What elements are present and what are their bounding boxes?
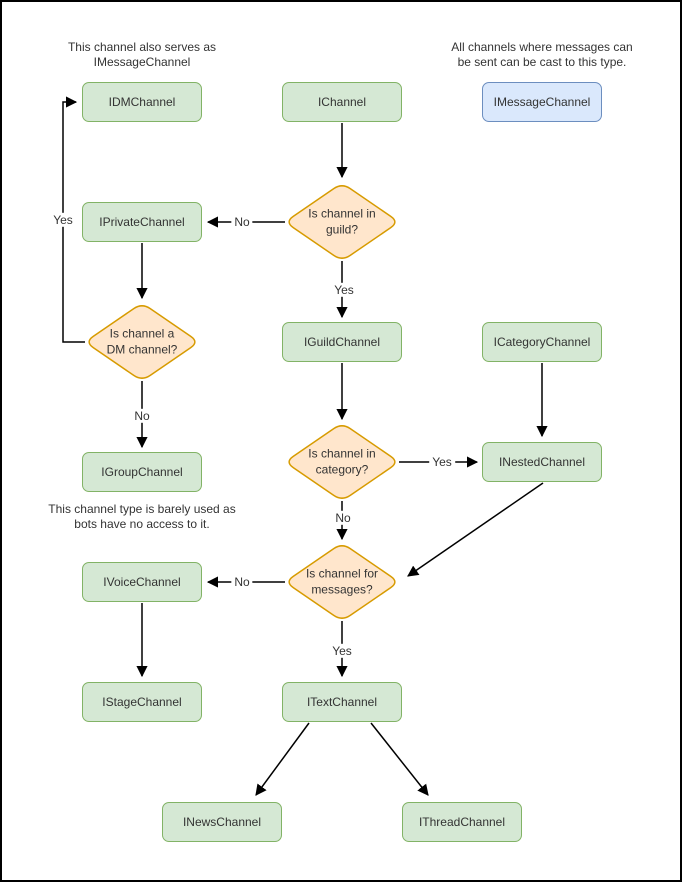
node-itextchannel: ITextChannel <box>282 682 402 722</box>
decision-label-for-messages: Is channel for messages? <box>305 566 379 596</box>
edge-label-category-yes: Yes <box>429 454 455 470</box>
node-ichannel: IChannel <box>282 82 402 122</box>
edge-label-dm-no: No <box>131 408 153 424</box>
edge-inestedchannel-to-messages-decision <box>407 482 544 577</box>
node-inewschannel: INewsChannel <box>162 802 282 842</box>
node-imessagechannel: IMessageChannel <box>482 82 602 122</box>
edge-itextchannel-to-inewschannel <box>255 722 310 796</box>
node-icategorychannel: ICategoryChannel <box>482 322 602 362</box>
node-igroupchannel: IGroupChannel <box>82 452 202 492</box>
edge-label-dm-yes: Yes <box>50 212 76 228</box>
edge-itextchannel-to-ithreadchannel <box>370 722 429 796</box>
decision-label-in-category: Is channel in category? <box>308 446 376 476</box>
annotation-dm-note: This channel also serves as IMessageChan… <box>67 40 217 69</box>
edge-label-category-no: No <box>332 510 354 526</box>
edge-label-messages-yes: Yes <box>329 643 355 659</box>
edge-label-guild-no: No <box>231 214 253 230</box>
node-idmchannel: IDMChannel <box>82 82 202 122</box>
decision-label-is-dm: Is channel a DM channel? <box>106 326 178 356</box>
node-istagechannel: IStageChannel <box>82 682 202 722</box>
node-ivoicechannel: IVoiceChannel <box>82 562 202 602</box>
edge-label-guild-yes: Yes <box>331 282 357 298</box>
node-ithreadchannel: IThreadChannel <box>402 802 522 842</box>
annotation-group-note: This channel type is barely used as bots… <box>48 502 236 531</box>
annotation-message-note: All channels where messages can be sent … <box>451 40 633 69</box>
node-inestedchannel: INestedChannel <box>482 442 602 482</box>
decision-label-in-guild: Is channel in guild? <box>308 206 376 236</box>
node-iguildchannel: IGuildChannel <box>282 322 402 362</box>
node-iprivatechannel: IPrivateChannel <box>82 202 202 242</box>
edge-label-messages-no: No <box>231 574 253 590</box>
